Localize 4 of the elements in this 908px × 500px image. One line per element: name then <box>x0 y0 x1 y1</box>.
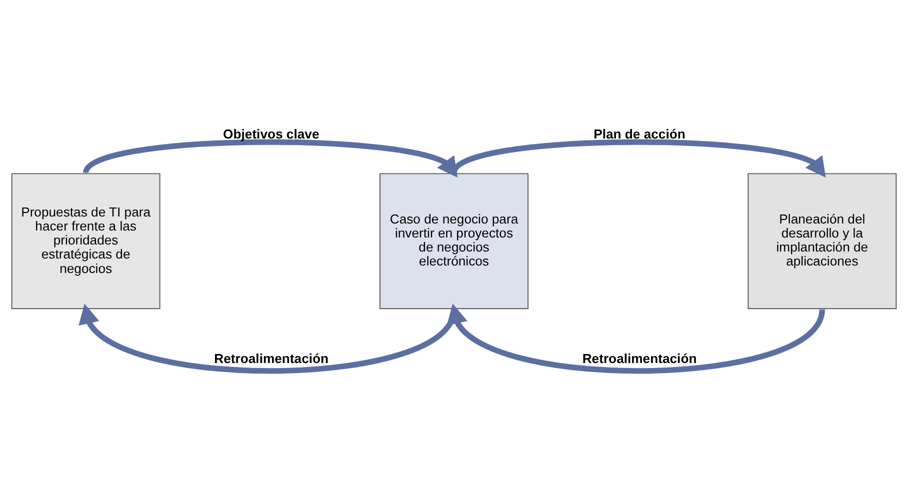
edge-label: Retroalimentación <box>582 351 697 366</box>
edge-label: Objetivos clave <box>223 126 320 142</box>
edge-label: Retroalimentación <box>214 351 329 366</box>
edge-label: Plan de acción <box>594 126 686 142</box>
